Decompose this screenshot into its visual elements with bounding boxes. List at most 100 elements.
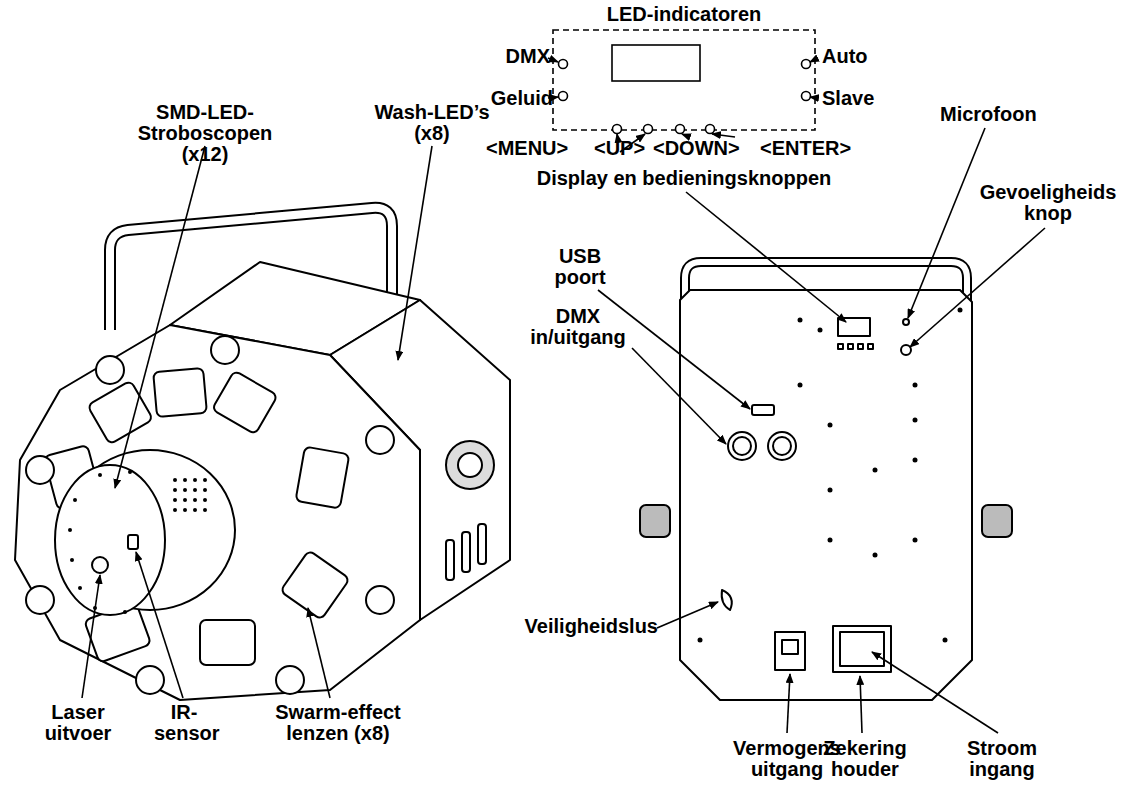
led-indicator-panel-part bbox=[676, 125, 685, 134]
front-fixture-part bbox=[153, 368, 207, 417]
front-fixture-part bbox=[136, 666, 164, 694]
callout-label: Swarm-effect lenzen (x8) bbox=[263, 702, 413, 744]
callout-label: Display en bedieningsknoppen bbox=[484, 168, 884, 189]
leader-lines-part bbox=[115, 146, 205, 488]
front-fixture-part-part bbox=[183, 478, 187, 482]
callout-label: Stroom ingang bbox=[952, 738, 1052, 780]
callout-label: Wash-LED’s (x8) bbox=[372, 102, 492, 144]
leader-lines-part bbox=[82, 575, 100, 698]
callout-label: Laser uitvoer bbox=[33, 702, 123, 744]
front-fixture-part bbox=[366, 586, 394, 614]
callout-label: DMX bbox=[500, 46, 550, 67]
rear-fixture-part-part bbox=[958, 308, 963, 313]
leader-lines-part bbox=[657, 602, 718, 628]
rear-fixture-part-part bbox=[828, 423, 833, 428]
leader-lines bbox=[82, 58, 1045, 733]
callout-label: <UP> bbox=[594, 138, 654, 159]
rear-fixture-part-part bbox=[698, 638, 703, 643]
callout-label: Microfoon bbox=[940, 104, 1060, 125]
callout-label: Zekering houder bbox=[815, 738, 915, 780]
rear-fixture-part bbox=[698, 308, 963, 643]
callout-label: <DOWN> bbox=[653, 138, 753, 159]
rear-fixture-part-part bbox=[873, 553, 878, 558]
rear-fixture-part bbox=[901, 345, 911, 355]
rear-fixture-part bbox=[868, 344, 873, 349]
led-indicator-panel-part bbox=[559, 60, 568, 69]
leader-lines-part bbox=[308, 608, 330, 698]
led-indicator-panel bbox=[553, 30, 815, 134]
front-fixture-part-part bbox=[173, 498, 177, 502]
rear-fixture-part bbox=[752, 405, 774, 415]
led-indicator-panel-part bbox=[613, 125, 622, 134]
rear-fixture-part bbox=[733, 437, 751, 455]
rear-fixture-part-part bbox=[913, 538, 918, 543]
leader-lines-part bbox=[860, 676, 862, 733]
rear-fixture-part bbox=[848, 344, 853, 349]
leader-lines-part bbox=[686, 192, 846, 322]
led-indicator-panel-part bbox=[553, 30, 815, 130]
callout-label: DMX in/uitgang bbox=[518, 306, 638, 348]
rear-fixture-part bbox=[838, 344, 843, 349]
rear-fixture-part bbox=[775, 632, 805, 670]
led-indicator-panel-part bbox=[612, 45, 700, 81]
front-fixture-part bbox=[26, 586, 54, 614]
callout-label: Veiligheidslus bbox=[440, 616, 658, 637]
front-fixture-part bbox=[462, 532, 470, 572]
front-fixture-part bbox=[446, 540, 454, 580]
rear-fixture-part bbox=[640, 505, 670, 537]
front-fixture-part-part bbox=[193, 498, 197, 502]
front-fixture-part bbox=[212, 370, 278, 434]
front-fixture-part bbox=[96, 356, 124, 384]
front-fixture-part bbox=[446, 441, 494, 489]
leader-lines-part bbox=[712, 134, 735, 137]
front-fixture-part-part bbox=[173, 488, 177, 492]
leader-lines-part bbox=[910, 228, 1045, 347]
front-fixture-part-part bbox=[123, 610, 127, 614]
front-fixture-part-part bbox=[203, 508, 207, 512]
led-indicator-panel-part bbox=[706, 125, 715, 134]
rear-fixture-part-part bbox=[828, 538, 833, 543]
rear-fixture-part bbox=[680, 290, 972, 700]
callout-label: LED-indicatoren bbox=[564, 4, 804, 25]
leader-lines-part bbox=[136, 552, 183, 698]
front-fixture-part-part bbox=[193, 508, 197, 512]
leader-lines-part bbox=[787, 674, 790, 733]
front-fixture-part bbox=[92, 557, 108, 573]
front-fixture-part bbox=[26, 456, 54, 484]
callout-label: Gevoeligheids knop bbox=[973, 182, 1123, 224]
rear-fixture-part-part bbox=[913, 418, 918, 423]
rear-fixture-part-part bbox=[828, 488, 833, 493]
callout-label: Slave bbox=[822, 88, 892, 109]
front-fixture bbox=[15, 208, 510, 700]
rear-fixture-part bbox=[782, 640, 798, 654]
rear-fixture-part-part bbox=[798, 318, 803, 323]
rear-fixture-part bbox=[840, 632, 884, 666]
rear-fixture-part bbox=[833, 626, 891, 672]
leader-lines-part bbox=[632, 348, 726, 444]
front-fixture-part-part bbox=[73, 498, 77, 502]
front-fixture-part-part bbox=[203, 498, 207, 502]
leader-lines-part bbox=[908, 128, 985, 318]
front-fixture-part bbox=[366, 426, 394, 454]
rear-fixture-part-part bbox=[798, 383, 803, 388]
callout-label: SMD-LED- Stroboscopen (x12) bbox=[115, 102, 295, 165]
leader-lines-part bbox=[682, 134, 690, 137]
leader-lines-part bbox=[810, 97, 818, 98]
front-fixture-part bbox=[200, 620, 255, 665]
front-fixture-part-part bbox=[173, 478, 177, 482]
callout-label: USB poort bbox=[545, 246, 615, 288]
front-fixture-part bbox=[128, 535, 138, 549]
front-fixture-part-part bbox=[203, 488, 207, 492]
leader-lines-part bbox=[810, 58, 818, 62]
front-fixture-part bbox=[87, 380, 153, 444]
rear-fixture-part-part bbox=[818, 328, 823, 333]
rear-fixture-part bbox=[722, 590, 732, 610]
front-fixture-part-part bbox=[68, 528, 72, 532]
front-fixture-part bbox=[458, 453, 482, 477]
rear-fixture-part bbox=[768, 432, 796, 460]
led-indicator-panel-part bbox=[802, 60, 811, 69]
rear-fixture-part bbox=[773, 437, 791, 455]
rear-fixture-part bbox=[838, 318, 870, 336]
rear-fixture-part-part bbox=[873, 468, 878, 473]
